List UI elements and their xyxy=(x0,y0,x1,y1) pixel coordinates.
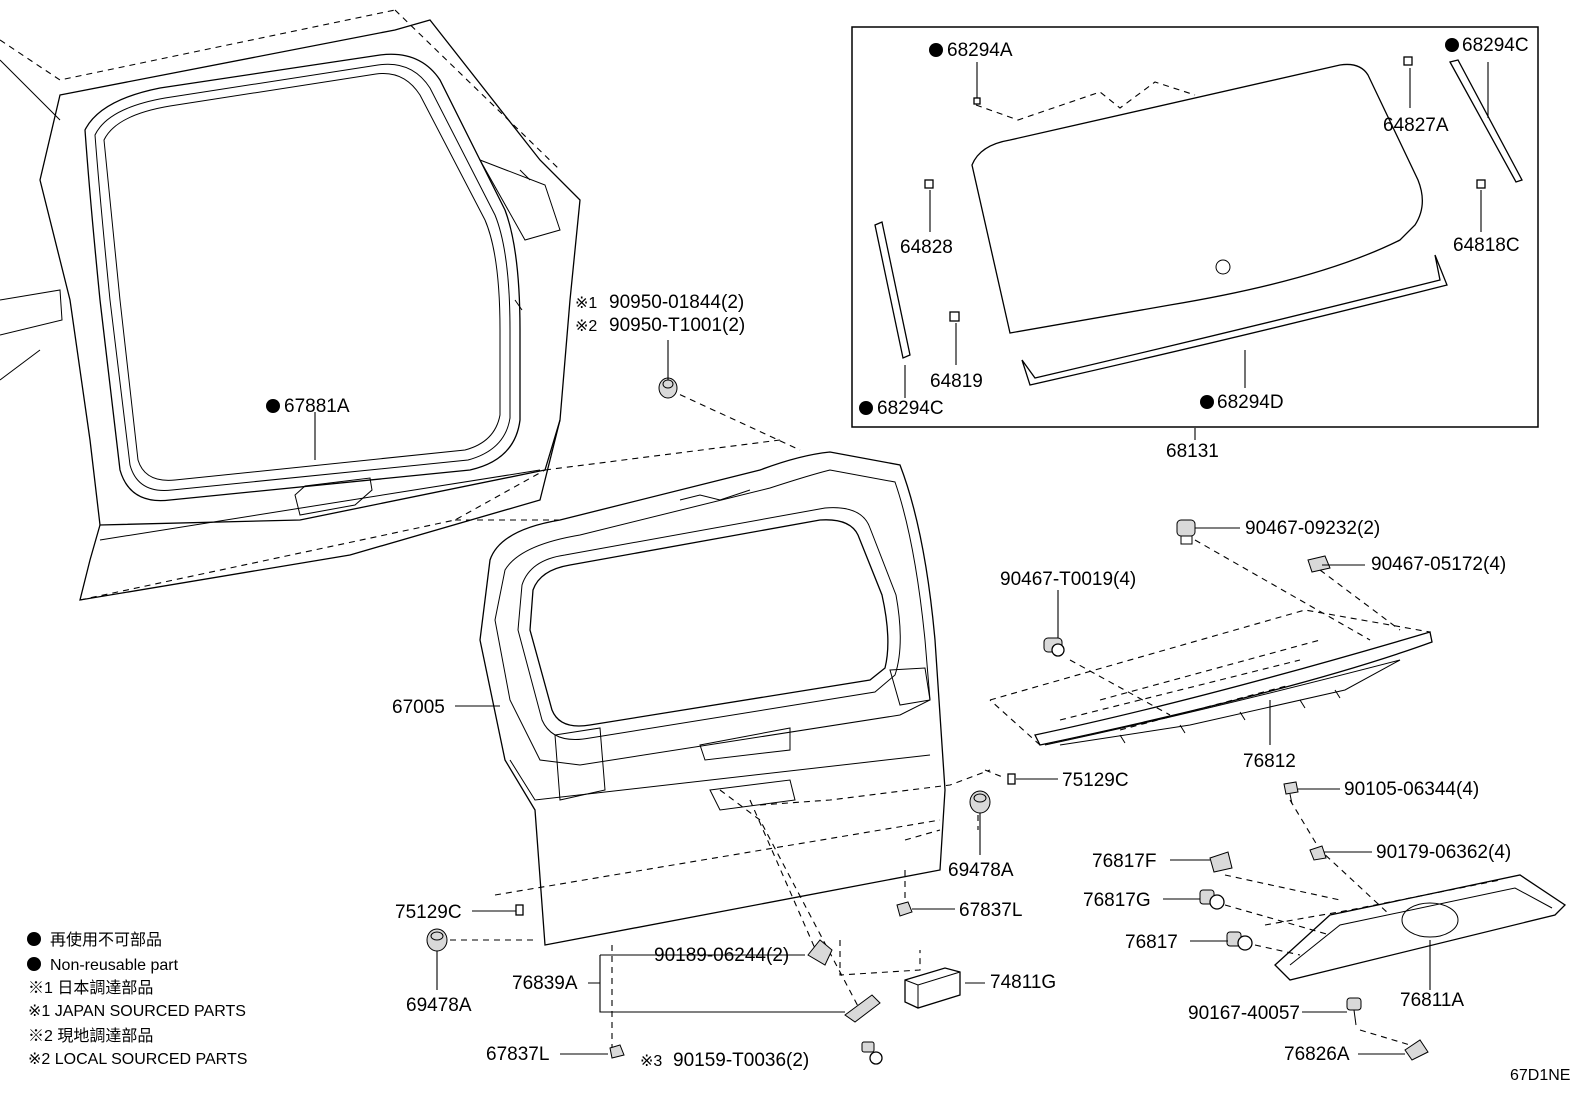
legend-note1-jp: ※1 日本調達部品 xyxy=(28,979,153,997)
label-64827A: 64827A xyxy=(1383,115,1449,136)
label-90159-T0036: 90159-T0036(2) xyxy=(673,1050,809,1071)
clip-76817G xyxy=(1199,889,1225,910)
label-76812: 76812 xyxy=(1243,751,1296,772)
bolt-90159-T0036 xyxy=(861,1041,883,1065)
label-67837L-bottom: 67837L xyxy=(486,1044,549,1065)
label-64819: 64819 xyxy=(930,371,983,392)
clip-90467-05172 xyxy=(1307,555,1331,573)
screw-90167-40057 xyxy=(1346,997,1362,1026)
label-76817F: 76817F xyxy=(1092,851,1156,872)
label-69478A-right: 69478A xyxy=(948,860,1014,881)
label-76817G: 76817G xyxy=(1083,890,1151,911)
label-69478A-left: 69478A xyxy=(406,995,472,1016)
label-67005: 67005 xyxy=(392,697,445,718)
clip-67837L-bottom xyxy=(609,1044,625,1059)
label-74811G: 74811G xyxy=(990,972,1056,993)
vehicle-body-drawing xyxy=(0,9,581,601)
label-90950-T1001: 90950-T1001(2) xyxy=(609,315,745,336)
part-labels: 67881A ※1 90950-01844(2) ※2 90950-T1001(… xyxy=(266,292,1511,1071)
clip-90467-T0019 xyxy=(1043,637,1065,657)
bolt-90189-06244 xyxy=(807,939,833,966)
inset-labels: 68294A 68294C 64827A 64828 64818C 64819 … xyxy=(859,35,1529,462)
spoiler-assembly xyxy=(989,539,1433,916)
legend: 再使用不可部品 Non-reusable part ※1 日本調達部品 ※1 J… xyxy=(27,931,247,1068)
label-68294C-top: 68294C xyxy=(1462,35,1529,56)
non-reusable-bullet-icon xyxy=(27,957,41,971)
clip-76817F xyxy=(1209,851,1233,873)
nut-90179-06362 xyxy=(1309,845,1327,861)
label-64828: 64828 xyxy=(900,237,953,258)
label-90167-40057: 90167-40057 xyxy=(1188,1003,1300,1024)
label-90467-T0019: 90467-T0019(4) xyxy=(1000,569,1136,590)
glass-inset xyxy=(851,26,1539,440)
label-75129C-left: 75129C xyxy=(395,902,462,923)
plug-69478A-left xyxy=(426,928,448,952)
label-90189-06244: 90189-06244(2) xyxy=(654,945,789,966)
label-90467-05172: 90467-05172(4) xyxy=(1371,554,1506,575)
clip-67837L-right xyxy=(896,901,913,917)
note-3-marker: ※3 xyxy=(640,1053,662,1070)
pad-75129C-left xyxy=(515,904,524,916)
legend-note1-en: ※1 JAPAN SOURCED PARTS xyxy=(28,1003,246,1020)
legend-note2-jp: ※2 現地調達部品 xyxy=(28,1027,153,1045)
label-75129C-right: 75129C xyxy=(1062,770,1129,791)
label-76811A: 76811A xyxy=(1400,990,1464,1011)
small-parts xyxy=(426,377,1429,1065)
label-67837L-right: 67837L xyxy=(959,900,1022,921)
clip-76817 xyxy=(1226,931,1253,951)
leader-lines xyxy=(314,340,1431,1055)
note-1-marker: ※1 xyxy=(575,295,597,312)
lamp-74811G xyxy=(904,967,961,1009)
clip-90950 xyxy=(658,377,678,399)
label-64818C: 64818C xyxy=(1453,235,1520,256)
label-90179-06362: 90179-06362(4) xyxy=(1376,842,1511,863)
label-68294D: 68294D xyxy=(1217,392,1284,413)
non-reusable-bullet-icon xyxy=(27,932,41,946)
clip-90467-09232 xyxy=(1176,519,1196,545)
handle-76839A xyxy=(844,994,881,1023)
note-2-marker: ※2 xyxy=(575,318,597,335)
label-90467-09232: 90467-09232(2) xyxy=(1245,518,1380,539)
label-90950-01844: 90950-01844(2) xyxy=(609,292,744,313)
label-68294A: 68294A xyxy=(947,40,1013,61)
legend-non-reusable-en: Non-reusable part xyxy=(50,957,179,974)
label-67881A: 67881A xyxy=(284,396,350,417)
legend-note2-en: ※2 LOCAL SOURCED PARTS xyxy=(28,1051,247,1068)
legend-non-reusable-jp: 再使用不可部品 xyxy=(50,931,162,949)
bolt-90105-06344 xyxy=(1283,781,1299,805)
label-90105-06344: 90105-06344(4) xyxy=(1344,779,1479,800)
label-68131: 68131 xyxy=(1166,441,1219,462)
label-76817: 76817 xyxy=(1125,932,1178,953)
diagram-code: 67D1NE xyxy=(1510,1067,1570,1084)
bracket-76826A xyxy=(1404,1039,1429,1061)
plug-69478A-right xyxy=(969,790,991,814)
label-68294C-left: 68294C xyxy=(877,398,944,419)
back-door-panel xyxy=(450,389,1006,1050)
label-76826A: 76826A xyxy=(1284,1044,1350,1065)
garnish-assembly xyxy=(1224,874,1567,1046)
pad-75129C-right xyxy=(1007,773,1016,785)
label-76839A: 76839A xyxy=(512,973,578,994)
